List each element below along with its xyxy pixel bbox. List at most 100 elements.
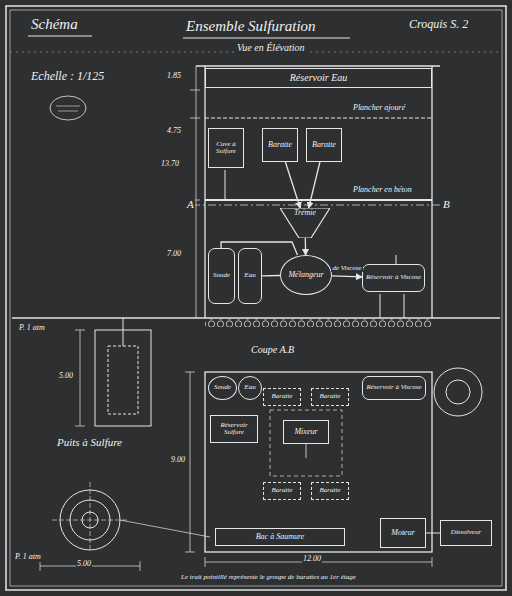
text-group: Réservoir à Viscose xyxy=(366,274,421,281)
drawing-stroke xyxy=(6,6,506,590)
text-group: Baratte xyxy=(320,393,341,400)
equipment-label: Mixeur xyxy=(294,428,317,436)
drawing-stroke xyxy=(185,372,195,373)
drawing-label: A xyxy=(186,198,195,210)
tank-box: Réservoir à Viscose xyxy=(362,376,426,400)
text-group: Dissolveur xyxy=(451,529,481,536)
drawing-stroke xyxy=(75,330,85,331)
drawing-label: P. 1 atm xyxy=(14,553,42,562)
equipment-box: Moteur xyxy=(380,518,426,548)
upper-floor-box: Baratte xyxy=(263,388,301,406)
drawing-stroke xyxy=(426,533,440,534)
equipment-box: Bac à Saumure xyxy=(215,528,345,546)
equipment-label: Baratte xyxy=(272,393,293,400)
drawing-label: B xyxy=(442,198,451,210)
drawing-label: Schéma xyxy=(30,16,79,33)
drawing-stroke xyxy=(404,294,405,318)
equipment-box: Dissolveur xyxy=(440,520,492,546)
drawing-title: Ensemble Sulfuration xyxy=(185,18,317,35)
pipe-connector xyxy=(285,162,300,208)
drawing-stroke xyxy=(396,255,397,264)
drawing-label: 4.75 xyxy=(166,127,182,136)
drawing-stroke xyxy=(190,90,200,91)
equipment-label: Réservoir à Viscose xyxy=(366,274,421,281)
equipment-box: Baratte xyxy=(306,128,342,162)
drawing-stroke xyxy=(123,318,124,346)
drawing-label: Puits à Sulfure xyxy=(56,436,123,448)
equipment-label: Réservoir à Viscose xyxy=(366,384,421,391)
drawing-label: Coupe A.B xyxy=(250,344,295,355)
drawing-label: Plancher ajouré xyxy=(352,104,406,113)
drawing-label: 9.00 xyxy=(170,456,186,465)
equipment-label: Moteur xyxy=(391,529,415,537)
drawing-label: P. 1 atm xyxy=(18,324,46,333)
drawing-label: Le trait pointillé représente le groupe … xyxy=(180,574,357,582)
text-group: Soude xyxy=(213,272,230,279)
drawing-label: 13.70 xyxy=(160,160,180,169)
drawing-stroke xyxy=(204,66,205,318)
text-group: Soude xyxy=(214,384,231,391)
equipment-label: Baratte xyxy=(268,141,292,149)
equipment-label: Cuve à Sulfure xyxy=(211,141,241,156)
drawing-stroke xyxy=(140,561,141,571)
equipment-label: Réservoir Sulfure xyxy=(213,422,255,437)
drawing-stroke xyxy=(380,294,381,318)
equipment-box: Réservoir Sulfure xyxy=(210,415,258,443)
upper-floor-box: Baratte xyxy=(311,482,349,500)
pipe-connector xyxy=(262,275,280,277)
drawing-label: 5.00 xyxy=(58,372,74,381)
equipment-label: Trémie xyxy=(294,209,316,217)
equipment-label: Baratte xyxy=(320,393,341,400)
equipment-label: Soude xyxy=(213,272,230,279)
equipment-label: Baratte xyxy=(320,487,341,494)
text-group: Bac à Saumure xyxy=(256,533,305,541)
drawing-stroke xyxy=(205,319,432,327)
drawing-stroke xyxy=(185,552,195,553)
equipment-label: Eau xyxy=(244,272,255,279)
drawing-stroke xyxy=(108,346,138,414)
text-group: Eau xyxy=(244,272,255,279)
drawing-stroke xyxy=(40,561,41,571)
text-group: Mélangeur xyxy=(288,271,323,279)
text-group: Réservoir Eau xyxy=(290,73,348,84)
equipment-label: Bac à Saumure xyxy=(256,533,305,541)
equipment-label: Réservoir Eau xyxy=(290,73,348,84)
equipment-box: Cuve à Sulfure xyxy=(208,128,244,168)
drawing-stroke xyxy=(10,10,502,586)
tank-box: Réservoir à Viscose xyxy=(362,264,425,292)
drawing-stroke xyxy=(75,426,85,427)
drawing-stroke xyxy=(306,444,307,458)
equipment-box: Mixeur xyxy=(283,420,329,444)
hopper-outline xyxy=(280,208,330,238)
drawing-stroke xyxy=(56,106,80,107)
drawing-stroke xyxy=(6,6,506,590)
drawing-stroke xyxy=(190,118,200,119)
drawing-stroke xyxy=(12,317,500,318)
drawing-label: Echelle : 1/125 xyxy=(30,70,105,83)
drawing-label: 12.00 xyxy=(302,555,322,564)
drawing-stroke xyxy=(270,410,342,476)
drawing-label: Croquis S. 2 xyxy=(408,18,469,31)
drawing-stroke xyxy=(90,482,91,552)
text-group: Réservoir Sulfure xyxy=(213,422,255,437)
tank-box: Soude xyxy=(208,248,235,304)
tank-circle: Mélangeur xyxy=(280,255,332,295)
text-group: Baratte xyxy=(272,393,293,400)
equipment-box: Baratte xyxy=(262,128,298,162)
equipment-label: Mélangeur xyxy=(288,271,323,279)
upper-floor-box: Baratte xyxy=(311,388,349,406)
drawing-stroke xyxy=(192,205,446,206)
drawing-label: Plancher en béton xyxy=(352,186,413,195)
drawing-stroke xyxy=(205,118,432,119)
drawing-stroke xyxy=(431,66,432,318)
pipe-connector xyxy=(332,276,362,277)
drawing-stroke xyxy=(190,372,191,552)
pipe-connector xyxy=(305,238,307,255)
drawing-stroke xyxy=(432,557,433,567)
text-group: Cuve à Sulfure xyxy=(211,141,241,156)
drawing-stroke xyxy=(80,330,81,426)
drawing-stroke xyxy=(205,557,206,567)
text-group: Mixeur xyxy=(294,428,317,436)
drawing-stroke xyxy=(120,520,210,537)
upper-floor-box: Baratte xyxy=(263,482,301,500)
